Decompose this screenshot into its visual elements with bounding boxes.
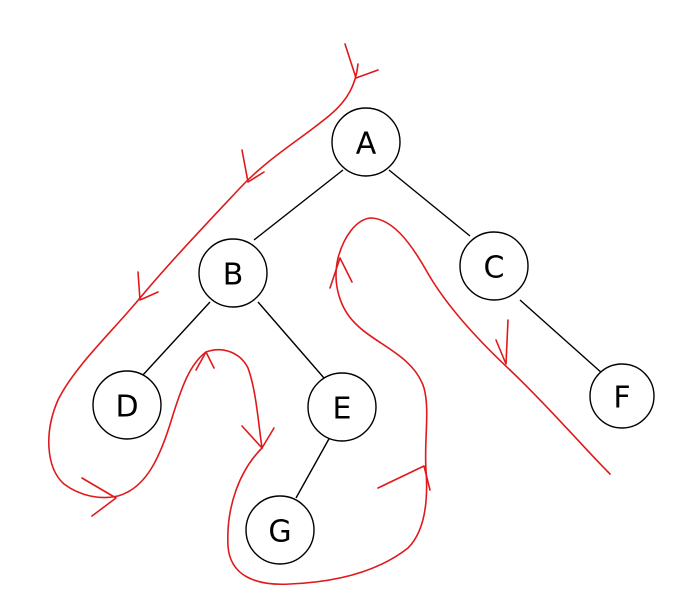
edge-a-c bbox=[388, 169, 471, 237]
node-g-label: G bbox=[268, 515, 291, 550]
arrow-mark-c-down bbox=[495, 319, 509, 365]
edge-a-b bbox=[253, 169, 344, 241]
arrow-mark-top bbox=[344, 43, 379, 79]
arrow-mark-d-up bbox=[195, 351, 215, 371]
tree-edges bbox=[141, 169, 604, 499]
node-b: B bbox=[198, 238, 268, 308]
edge-c-f bbox=[519, 299, 604, 375]
node-b-label: B bbox=[223, 258, 244, 293]
traversal-curve-left bbox=[48, 63, 359, 499]
arrow-mark-a-left bbox=[241, 149, 265, 183]
node-g: G bbox=[245, 495, 315, 565]
tree-nodes: A B C D E F G bbox=[92, 107, 655, 565]
arrow-mark-c-up bbox=[329, 257, 353, 289]
arrow-mark-bottom-up bbox=[377, 465, 431, 491]
arrow-mark-d-bottom bbox=[81, 477, 117, 517]
node-a-label: A bbox=[356, 127, 377, 162]
node-d-label: D bbox=[115, 390, 138, 425]
node-d: D bbox=[92, 370, 162, 440]
node-c-label: C bbox=[484, 251, 505, 286]
arrow-mark-b-left bbox=[137, 271, 159, 301]
node-f: F bbox=[589, 363, 655, 429]
arrow-mark-e-down bbox=[241, 425, 275, 449]
edge-b-e bbox=[257, 301, 325, 379]
node-f-label: F bbox=[613, 381, 630, 416]
node-a: A bbox=[331, 107, 401, 177]
edge-e-g bbox=[295, 436, 331, 499]
traversal-curve-bottom bbox=[227, 217, 611, 586]
traversal-path bbox=[48, 43, 611, 586]
node-e: E bbox=[307, 372, 377, 442]
node-e-label: E bbox=[333, 392, 352, 427]
node-c: C bbox=[459, 231, 529, 301]
edge-b-d bbox=[141, 301, 211, 377]
